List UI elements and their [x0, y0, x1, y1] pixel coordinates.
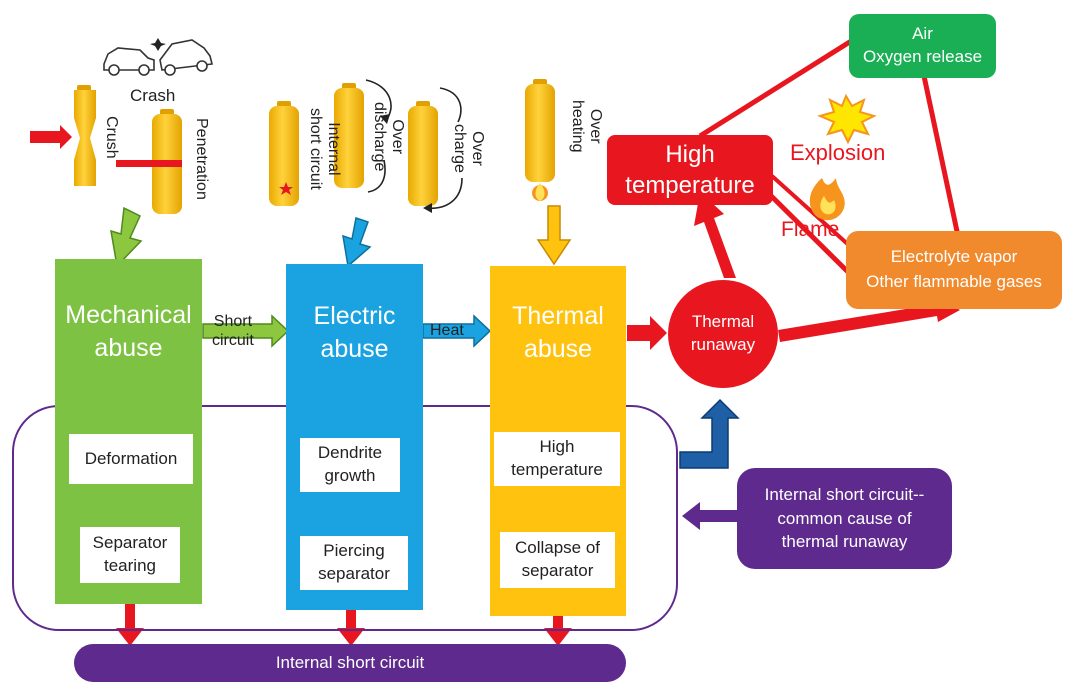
explosion-label: Explosion	[790, 140, 886, 165]
common-cause-label: Internal short circuit-- common cause of…	[764, 484, 925, 552]
high-temperature-box: High temperature	[607, 135, 773, 205]
high-temperature-step-label: High temperature	[511, 437, 603, 479]
short-circuit-label: Short circuit	[212, 313, 254, 350]
over-heating-label: Over heating	[568, 100, 604, 153]
crush-label: Crush	[103, 116, 120, 159]
over-heating-cell-icon	[525, 79, 555, 201]
high-temperature-step-box: High temperature	[494, 432, 620, 486]
electrolyte-vapor-box: Electrolyte vapor Other flammable gases	[846, 231, 1062, 309]
flame-label: Flame	[781, 218, 840, 241]
thermal-runaway-label: Thermal runaway	[690, 312, 756, 354]
separator-tearing-label: Separator tearing	[92, 533, 168, 575]
over-charge-label: Over charge	[450, 124, 486, 173]
penetrated-battery-cell-icon	[116, 109, 182, 214]
over-discharge-label: Over discharge	[370, 102, 406, 172]
crash-label: Crash	[130, 86, 176, 105]
dendrite-growth-label: Dendrite growth	[317, 443, 383, 485]
explosion-icon	[817, 93, 877, 145]
over-charge-cell-icon	[408, 87, 463, 213]
high-temperature-label: High temperature	[625, 140, 755, 199]
internal-short-circuit-cell-icon	[269, 101, 299, 206]
collapse-of-separator-box: Collapse of separator	[500, 532, 615, 588]
flame-icon	[809, 178, 845, 221]
deformation-box: Deformation	[69, 434, 193, 484]
electric-abuse-title: Electric abuse	[313, 302, 396, 363]
short-circuit-arrow	[202, 314, 290, 348]
mechanical-input-arrow	[110, 206, 143, 268]
internal-short-circuit-label: Internal short circuit	[306, 108, 342, 190]
runaway-network-arrows	[694, 35, 961, 342]
electrolyte-vapor-label: Electrolyte vapor Other flammable gases	[866, 247, 1042, 291]
piercing-separator-box: Piercing separator	[300, 536, 408, 590]
crushed-battery-cell-icon	[30, 85, 96, 186]
mechanical-abuse-title: Mechanical abuse	[65, 301, 192, 362]
internal-short-circuit-bar-label: Internal short circuit	[275, 653, 425, 672]
heat-label: Heat	[430, 322, 464, 339]
piercing-separator-label: Piercing separator	[318, 541, 390, 583]
common-cause-left-arrow	[682, 502, 738, 530]
internal-short-circuit-bar: Internal short circuit	[74, 644, 626, 682]
dendrite-growth-box: Dendrite growth	[300, 438, 400, 492]
thermal-abuse-title: Thermal abuse	[512, 302, 604, 363]
deformation-label: Deformation	[84, 448, 178, 468]
over-discharge-cell-icon	[334, 79, 392, 193]
thermal-input-arrow	[536, 205, 572, 266]
air-oxygen-box: Air Oxygen release	[849, 14, 996, 78]
electric-input-arrow	[342, 217, 372, 268]
air-oxygen-label: Air Oxygen release	[862, 24, 983, 66]
separator-tearing-box: Separator tearing	[80, 527, 180, 583]
car-crash-icon	[103, 38, 213, 76]
thermal-to-runaway-arrow	[627, 316, 667, 350]
heat-arrow	[422, 314, 492, 348]
common-cause-up-arrow	[679, 398, 740, 469]
penetration-label: Penetration	[193, 118, 210, 200]
thermal-runaway-circle: Thermal runaway	[668, 280, 778, 388]
collapse-of-separator-label: Collapse of separator	[514, 538, 601, 580]
common-cause-box: Internal short circuit-- common cause of…	[737, 468, 952, 569]
